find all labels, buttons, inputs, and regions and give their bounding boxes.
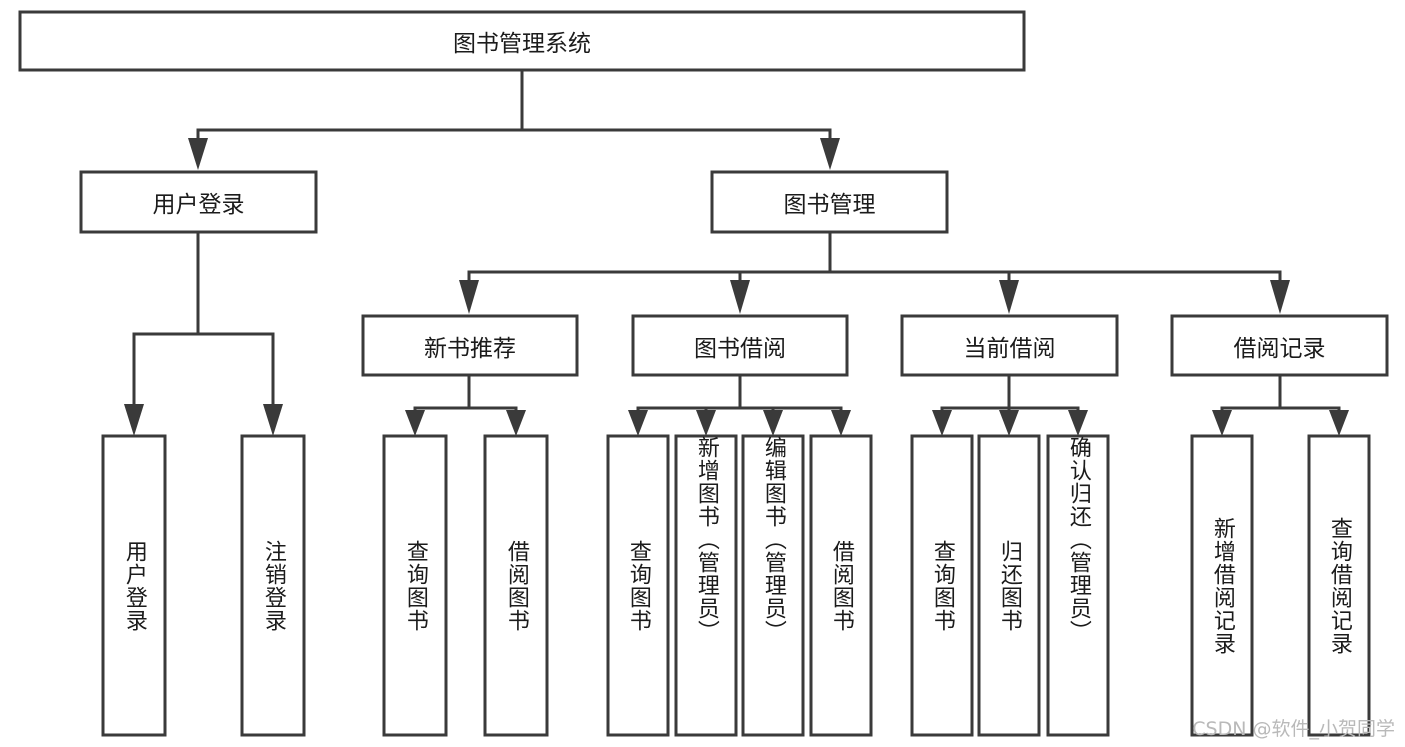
arrowhead-leaf-br-1 <box>1212 410 1232 436</box>
arrowhead-leaf-nb-1 <box>405 410 425 436</box>
connector-layer <box>124 68 1349 436</box>
arrowhead-leaf-user-1 <box>124 404 144 436</box>
arrowhead-book-manage <box>820 138 840 170</box>
node-box-leaf-br-2[interactable] <box>1307 434 1371 737</box>
node-box-borrow-record[interactable] <box>1170 314 1389 377</box>
arrowhead-leaf-user-2 <box>263 404 283 436</box>
arrowhead-leaf-br-2 <box>1329 410 1349 436</box>
node-box-leaf-bb-2[interactable] <box>674 434 738 737</box>
node-box-leaf-cb-3[interactable] <box>1046 434 1110 737</box>
arrowhead-leaf-bb-2 <box>696 410 716 436</box>
node-box-leaf-user-2[interactable] <box>240 434 306 737</box>
node-box-current-borrow[interactable] <box>900 314 1119 377</box>
arrowhead-leaf-cb-1 <box>932 410 952 436</box>
node-box-leaf-user-1[interactable] <box>101 434 167 737</box>
node-box-leaf-bb-1[interactable] <box>606 434 670 737</box>
node-box-root[interactable] <box>18 10 1026 72</box>
arrowhead-leaf-bb-1 <box>628 410 648 436</box>
arrowhead-book-borrow <box>730 280 750 314</box>
node-box-leaf-bb-3[interactable] <box>741 434 805 737</box>
node-box-new-book-recommend[interactable] <box>361 314 579 377</box>
arrowhead-current-borrow <box>999 280 1019 314</box>
node-box-book-manage[interactable] <box>710 170 949 234</box>
arrowhead-borrow-record <box>1270 280 1290 314</box>
arrowhead-user-login <box>188 138 208 170</box>
node-box-leaf-bb-4[interactable] <box>809 434 873 737</box>
arrowhead-leaf-bb-3 <box>763 410 783 436</box>
arrowhead-leaf-nb-2 <box>506 410 526 436</box>
node-box-leaf-cb-2[interactable] <box>977 434 1041 737</box>
node-box-leaf-cb-1[interactable] <box>910 434 974 737</box>
arrowhead-new-book <box>459 280 479 314</box>
node-box-leaf-nb-1[interactable] <box>382 434 448 737</box>
node-box-user-login[interactable] <box>79 170 318 234</box>
node-box-leaf-nb-2[interactable] <box>483 434 549 737</box>
node-box-book-borrow[interactable] <box>631 314 849 377</box>
arrowhead-leaf-bb-4 <box>831 410 851 436</box>
node-box-layer <box>18 10 1389 737</box>
node-box-leaf-br-1[interactable] <box>1190 434 1254 737</box>
arrowhead-leaf-cb-3 <box>1068 410 1088 436</box>
arrowhead-leaf-cb-2 <box>999 410 1019 436</box>
